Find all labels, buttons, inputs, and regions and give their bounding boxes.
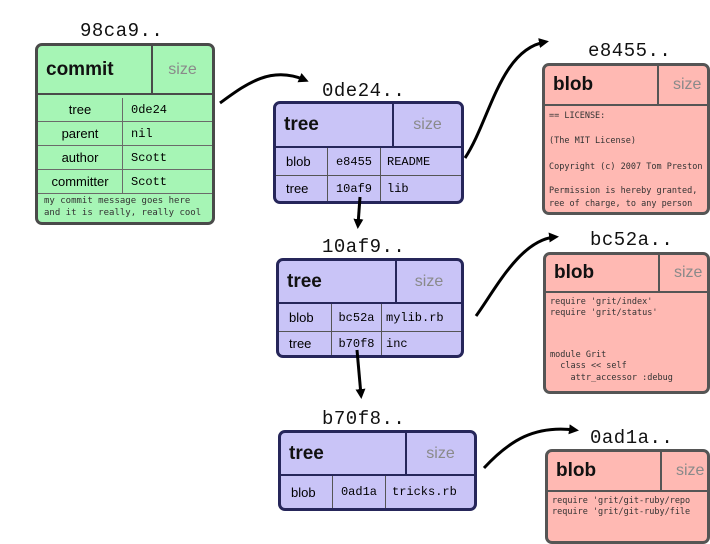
commit-message-line: and it is really, really cool: [44, 208, 202, 218]
tree-size-label: size: [414, 272, 444, 290]
tree-to-blob-arrow: [474, 232, 559, 317]
commit-hash: 98ca9..: [80, 20, 164, 42]
tree-hash: 10af9..: [322, 236, 406, 258]
blob-type-label: blob: [546, 255, 660, 291]
tree-entry-name: tricks.rb: [392, 485, 457, 499]
tree-size-label: size: [426, 444, 455, 462]
commit-to-tree-arrow: [219, 73, 309, 105]
tree-entry-sha: 0ad1a: [333, 476, 386, 508]
tree-object: tree size blob e8455 README tree 10af9 l…: [273, 101, 464, 204]
tree-entry: blob bc52a mylib.rb: [279, 304, 461, 332]
commit-key: parent: [38, 122, 123, 145]
commit-key: author: [38, 146, 123, 169]
tree-entry-sha: 10af9: [328, 176, 381, 201]
blob-content-line: class << self: [550, 361, 627, 371]
tree-object: tree size blob 0ad1a tricks.rb: [278, 430, 477, 511]
blob-content-line: attr_accessor :debug: [550, 373, 673, 383]
commit-value: Scott: [131, 150, 168, 165]
tree-entry-type: blob: [281, 476, 333, 508]
tree-entry: blob 0ad1a tricks.rb: [281, 476, 474, 508]
tree-entry-name: lib: [387, 181, 409, 196]
tree-entry-name: inc: [386, 336, 408, 351]
tree-to-subtree-arrow: [355, 349, 366, 399]
tree-entry-type: tree: [276, 176, 328, 201]
tree-entry-sha: bc52a: [332, 304, 382, 331]
tree-entry-type: blob: [279, 304, 332, 331]
blob-object: blob size require 'grit/index' require '…: [543, 252, 710, 394]
blob-size-label: size: [673, 76, 702, 93]
commit-message-line: my commit message goes here: [44, 196, 191, 206]
tree-to-blob-arrow: [463, 38, 549, 159]
commit-type-label: commit: [38, 46, 153, 93]
tree-size-label: size: [413, 116, 442, 133]
tree-hash: 0de24..: [322, 80, 406, 102]
tree-entry: tree b70f8 inc: [279, 332, 461, 355]
commit-row-parent: parent nil: [38, 122, 212, 146]
blob-object: blob size == LICENSE: (The MIT License) …: [542, 63, 710, 215]
commit-key: committer: [38, 170, 123, 193]
commit-key: tree: [38, 98, 123, 121]
blob-type-label: blob: [548, 452, 662, 490]
commit-value: 0de24: [131, 102, 168, 117]
tree-to-blob-arrow: [482, 424, 579, 470]
commit-row-author: author Scott: [38, 146, 212, 170]
pointer-arrows: [219, 38, 579, 470]
blob-content-line: Copyright (c) 2007 Tom Preston: [549, 162, 703, 172]
tree-type-label: tree: [279, 261, 397, 302]
blob-content-line: require 'grit/git-ruby/file: [552, 507, 691, 517]
tree-entry-name: README: [387, 154, 431, 169]
tree-type-label: tree: [281, 433, 407, 474]
tree-entry-type: blob: [276, 148, 328, 175]
commit-row-committer: committer Scott: [38, 170, 212, 194]
blob-size-label: size: [676, 462, 705, 479]
tree-entry: blob e8455 README: [276, 148, 461, 176]
tree-hash: b70f8..: [322, 408, 406, 430]
blob-content-line: (The MIT License): [549, 136, 636, 146]
commit-size-label: size: [168, 60, 197, 78]
tree-entry-sha: e8455: [328, 148, 381, 175]
blob-size-label: size: [674, 264, 703, 281]
blob-content-line: Permission is hereby granted,: [549, 186, 698, 196]
tree-entry: tree 10af9 lib: [276, 176, 461, 201]
tree-object: tree size blob bc52a mylib.rb tree b70f8…: [276, 258, 464, 358]
blob-object: blob size require 'grit/git-ruby/repo re…: [545, 449, 710, 544]
blob-hash: e8455..: [588, 40, 672, 62]
blob-content-line: module Grit: [550, 350, 607, 360]
commit-row-tree: tree 0de24: [38, 98, 212, 122]
blob-hash: 0ad1a..: [590, 427, 674, 449]
blob-content-line: require 'grit/git-ruby/repo: [552, 496, 691, 506]
blob-content-line: require 'grit/status': [550, 308, 658, 318]
blob-content-line: ree of charge, to any person: [549, 199, 693, 209]
blob-content-line: require 'grit/index': [550, 297, 653, 307]
blob-type-label: blob: [545, 66, 659, 104]
commit-object: commit size tree 0de24 parent nil author…: [35, 43, 215, 225]
blob-hash: bc52a..: [590, 229, 674, 251]
blob-content-line: == LICENSE:: [549, 111, 606, 121]
commit-value: Scott: [131, 174, 168, 189]
tree-entry-type: tree: [279, 332, 332, 355]
tree-entry-sha: b70f8: [332, 332, 382, 355]
tree-type-label: tree: [276, 104, 394, 146]
commit-value: nil: [131, 126, 153, 141]
tree-to-subtree-arrow: [353, 196, 364, 229]
tree-entry-name: mylib.rb: [386, 310, 444, 325]
